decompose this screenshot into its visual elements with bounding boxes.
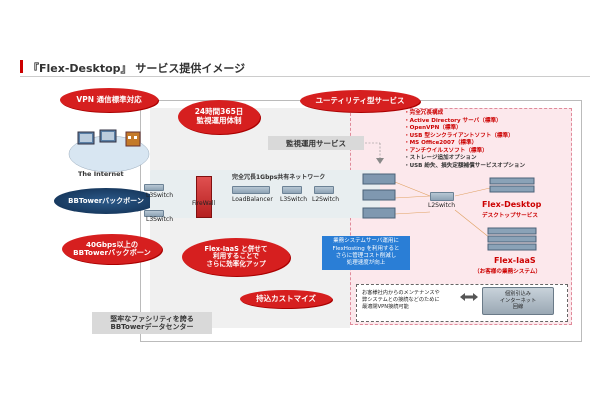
l2switch-mid-label: L2Switch (312, 196, 339, 203)
hosting-customize-label: 持込カストマイズ (256, 293, 316, 303)
arrow-left-right-icon (460, 293, 478, 301)
l3switch-mid-device (282, 186, 302, 194)
utility-feature-list: ・完全冗長構成 ・Active Directory サーバ（標準） ・OpenV… (404, 110, 525, 170)
monitoring-247-label: 24時間365日 監視運用体制 (194, 107, 244, 125)
l2switch-right-device (430, 192, 454, 201)
firewall-label: FireWall (192, 200, 216, 207)
flex-iaas-combo-label: Flex-IaaS と併せて 利用することで さらに効率化アップ (204, 244, 268, 268)
monitoring-service-box: 監視運用サービス (268, 136, 364, 150)
server-stack-icon (362, 173, 396, 219)
utility-item: ・アンチウイルスソフト（標準） (404, 147, 488, 154)
shared-network-label: 完全冗長1Gbps共有ネットワーク (232, 174, 326, 181)
firewall-device (196, 176, 212, 218)
maintenance-note: お客様社内からのメンテナンスや 弊システムとの接続などのために 最適閉VPN接続… (362, 290, 440, 311)
load-balancer-label: LoadBalancer (232, 196, 273, 203)
facility-box: 堅牢なファシリティを誇る BBTowerデータセンター (92, 312, 212, 334)
flex-iaas-combo-oval: Flex-IaaS と併せて 利用することで さらに効率化アップ (182, 238, 290, 276)
l2switch-right-label: L2Switch (428, 202, 455, 209)
internet-globe-icon (68, 129, 150, 173)
flex-iaas-subtitle: （お客様の業務システム） (474, 269, 541, 275)
backbone-40g-oval: 40Gbps以上の BBTowerバックボーン (62, 234, 162, 264)
internet-label: The Internet (78, 170, 124, 178)
bbtower-backbone-oval: BBTowerバックボーン (54, 188, 158, 214)
l3switch-left-top (144, 184, 164, 191)
flexhosting-note-text: 業務システムサーバ運用に FlexHosting を利用すると さらに管理コスト… (332, 238, 400, 267)
flex-iaas-title: Flex-IaaS (494, 256, 536, 265)
shared-network-band (150, 170, 380, 218)
monitoring-service-label: 監視運用サービス (286, 138, 346, 148)
title-divider (20, 76, 590, 77)
flex-iaas-server-icon (487, 227, 537, 251)
private-line-device: 個別引込み インターネット 回線 (482, 287, 554, 315)
flex-desktop-title: Flex-Desktop (482, 200, 542, 209)
load-balancer-device (232, 186, 270, 194)
flex-desktop-subtitle: デスクトップサービス (482, 213, 538, 219)
l3switch-mid-label: L3Switch (280, 196, 307, 203)
backbone-40g-label: 40Gbps以上の BBTowerバックボーン (73, 239, 151, 257)
utility-item: ・完全冗長構成 (404, 110, 444, 116)
title-accent-bar (20, 60, 23, 73)
utility-item: ・ストレージ追加オプション (404, 155, 477, 162)
bbtower-backbone-label: BBTowerバックボーン (68, 197, 144, 205)
flexhosting-note-box: 業務システムサーバ運用に FlexHosting を利用すると さらに管理コスト… (322, 236, 410, 270)
utility-service-label: ユーティリティ型サービス (315, 95, 405, 105)
utility-item: ・OpenVPN（標準） (404, 125, 462, 132)
facility-label: 堅牢なファシリティを誇る BBTowerデータセンター (110, 314, 194, 331)
vpn-support-label: VPN 通信標準対応 (76, 94, 142, 104)
vpn-support-oval: VPN 通信標準対応 (60, 88, 158, 112)
private-line-label: 個別引込み インターネット 回線 (499, 290, 537, 311)
utility-item: ・USB 型シンクライアントソフト（標準） (404, 132, 514, 139)
utility-service-oval: ユーティリティ型サービス (300, 90, 420, 112)
l3switch-left2-label: L3Switch (146, 216, 173, 223)
page-title: 『Flex-Desktop』 サービス提供イメージ (28, 62, 246, 75)
l2switch-mid-device (314, 186, 334, 194)
l3switch-left-bottom (144, 210, 164, 217)
flex-desktop-server-icon (489, 177, 535, 193)
monitoring-247-oval: 24時間365日 監視運用体制 (178, 100, 260, 134)
utility-item: ・MS Office2007（標準） (404, 140, 478, 147)
l3switch-left-label: L3Switch (146, 192, 173, 199)
utility-item: ・Active Directory サーバ（標準） (404, 117, 502, 124)
hosting-customize-oval: 持込カストマイズ (240, 290, 332, 308)
utility-item: ・USB 紛失、損失定額補償サービスオプション (404, 162, 526, 169)
